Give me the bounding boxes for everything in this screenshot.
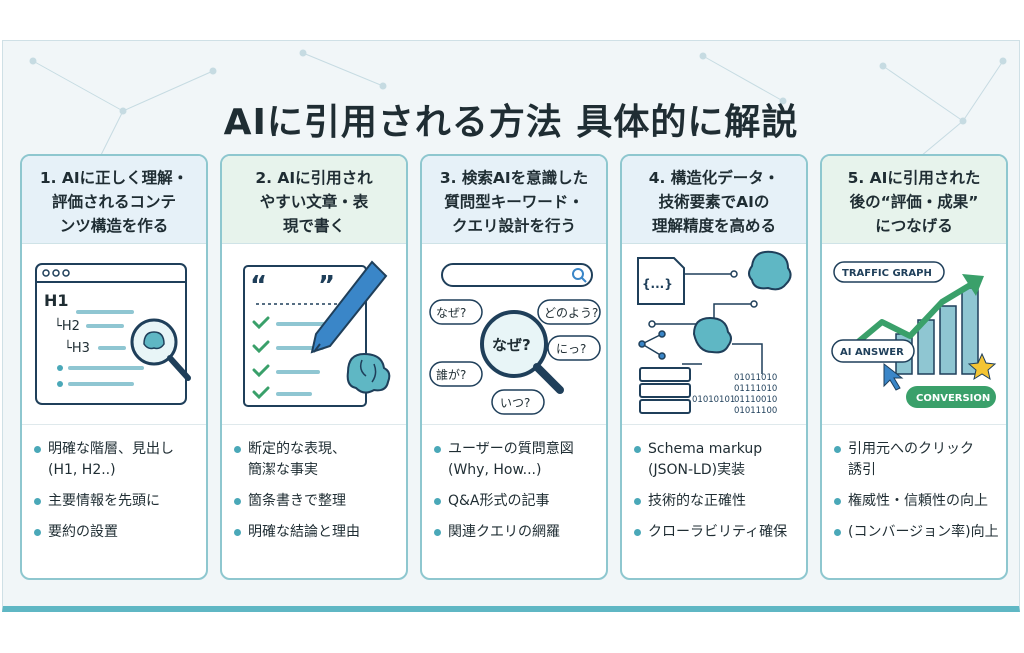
ai-answer-badge: [831, 339, 915, 363]
conversion-label: CONVERSION: [916, 393, 990, 404]
list-item: 主要情報を先頭に: [34, 491, 200, 512]
card-heading: 1. AIに正しく理解・ 評価されるコンテ ンツ構造を作る: [22, 156, 206, 244]
search-bar-icon: [441, 263, 593, 287]
list-item: クローラビリティ確保: [634, 522, 800, 543]
question-bubble-text: どのよう?: [544, 306, 598, 320]
binary-text: 01010101: [692, 395, 735, 405]
list-item: 要約の設置: [34, 522, 200, 543]
binary-text: 01011010: [734, 373, 777, 383]
traffic-graph-badge: [833, 261, 945, 283]
infographic-frame: AIに引用される方法 具体的に解説 1. AIに正しく理解・ 評価されるコンテ …: [2, 40, 1020, 612]
bullet-list: 引用元へのクリック 誘引 権威性・信頼性の向上 (コンバージョン率)向上: [822, 425, 1006, 543]
card-heading: 2. AIに引用され やすい文章・表 現で書く: [222, 156, 406, 244]
list-item: Schema markup (JSON-LD)実装: [634, 439, 800, 481]
bullet-list: ユーザーの質問意図 (Why, How...) Q&A形式の記事 関連クエリの網…: [422, 425, 606, 543]
magnifier-icon: [480, 310, 564, 394]
card-illustration: なぜ? どのよう? なぜ? にっ? 誰が? いつ?: [422, 244, 606, 425]
list-item: 権威性・信頼性の向上: [834, 491, 1000, 512]
binary-text: 01111010: [734, 384, 777, 394]
question-bubble-text: いつ?: [500, 396, 530, 410]
card-results: 5. AIに引用された 後の“評価・成果” につなげる TRAFFIC GRAP…: [820, 154, 1008, 580]
cursor-icon: [883, 362, 904, 391]
h3-label: └H3: [64, 339, 90, 356]
card-heading: 3. 検索AIを意識した 質問型キーワード・ クエリ設計を行う: [422, 156, 606, 244]
quote-close-icon: ”: [318, 271, 335, 301]
bullet-list: 明確な階層、見出し (H1, H2..) 主要情報を先頭に 要約の設置: [22, 425, 206, 543]
list-item: (コンバージョン率)向上: [834, 522, 1000, 543]
list-item: Q&A形式の記事: [434, 491, 600, 512]
card-heading: 5. AIに引用された 後の“評価・成果” につなげる: [822, 156, 1006, 244]
ai-answer-label: AI ANSWER: [840, 347, 904, 358]
card-writing-style: 2. AIに引用され やすい文章・表 現で書く “ ”: [220, 154, 408, 580]
document-icon: [243, 265, 367, 407]
star-icon: [967, 352, 997, 381]
question-bubble-text: なぜ?: [436, 306, 466, 320]
list-item: 断定的な表現、 簡潔な事実: [234, 439, 400, 481]
card-heading: 4. 構造化データ・ 技術要素でAIの 理解精度を高める: [622, 156, 806, 244]
card-illustration: {...}: [622, 244, 806, 425]
h2-label: └H2: [54, 317, 80, 334]
trend-arrow-icon: [843, 274, 984, 355]
bullet-list: 断定的な表現、 簡潔な事実 箇条書きで整理 明確な結論と理由: [222, 425, 406, 543]
card-content-structure: 1. AIに正しく理解・ 評価されるコンテ ンツ構造を作る H1 └H2 └H3: [20, 154, 208, 580]
pen-icon: [310, 260, 388, 354]
card-query-design: 3. 検索AIを意識した 質問型キーワード・ クエリ設計を行う: [420, 154, 608, 580]
network-background: [29, 49, 1007, 195]
card-illustration: H1 └H2 └H3: [22, 244, 206, 425]
bullet-list: Schema markup (JSON-LD)実装 技術的な正確性 クローラビリ…: [622, 425, 806, 543]
magnifier-brain-icon: [130, 318, 191, 381]
list-item: ユーザーの質問意図 (Why, How...): [434, 439, 600, 481]
code-file-icon: [637, 257, 685, 305]
question-bubble-text: なぜ?: [492, 336, 531, 354]
brain-icon: [346, 352, 391, 394]
card-structured-data: 4. 構造化データ・ 技術要素でAIの 理解精度を高める {...}: [620, 154, 808, 580]
network-nodes-icon: [638, 330, 666, 360]
list-item: 関連クエリの網羅: [434, 522, 600, 543]
binary-text: 01110010: [734, 395, 777, 405]
speech-bubbles: [429, 299, 601, 415]
list-item: 技術的な正確性: [634, 491, 800, 512]
list-item: 引用元へのクリック 誘引: [834, 439, 1000, 481]
brain-icon: [692, 250, 792, 354]
traffic-graph-label: TRAFFIC GRAPH: [842, 268, 932, 279]
card-illustration: “ ”: [222, 244, 406, 425]
conversion-badge: [906, 386, 996, 408]
quote-open-icon: “: [250, 271, 267, 301]
binary-text: 01011100: [734, 406, 777, 416]
card-illustration: TRAFFIC GRAPH AI ANSWER CONVERSION: [822, 244, 1006, 425]
list-item: 箇条書きで整理: [234, 491, 400, 512]
server-stack-icon: [639, 367, 691, 414]
code-label: {...}: [642, 277, 673, 291]
question-bubble-text: にっ?: [556, 342, 586, 356]
list-item: 明確な結論と理由: [234, 522, 400, 543]
h1-label: H1: [44, 291, 69, 310]
checkmark-list-icon: [252, 316, 270, 400]
list-item: 明確な階層、見出し (H1, H2..): [34, 439, 200, 481]
question-bubble-text: 誰が?: [436, 367, 466, 382]
page-title: AIに引用される方法 具体的に解説: [223, 102, 799, 143]
